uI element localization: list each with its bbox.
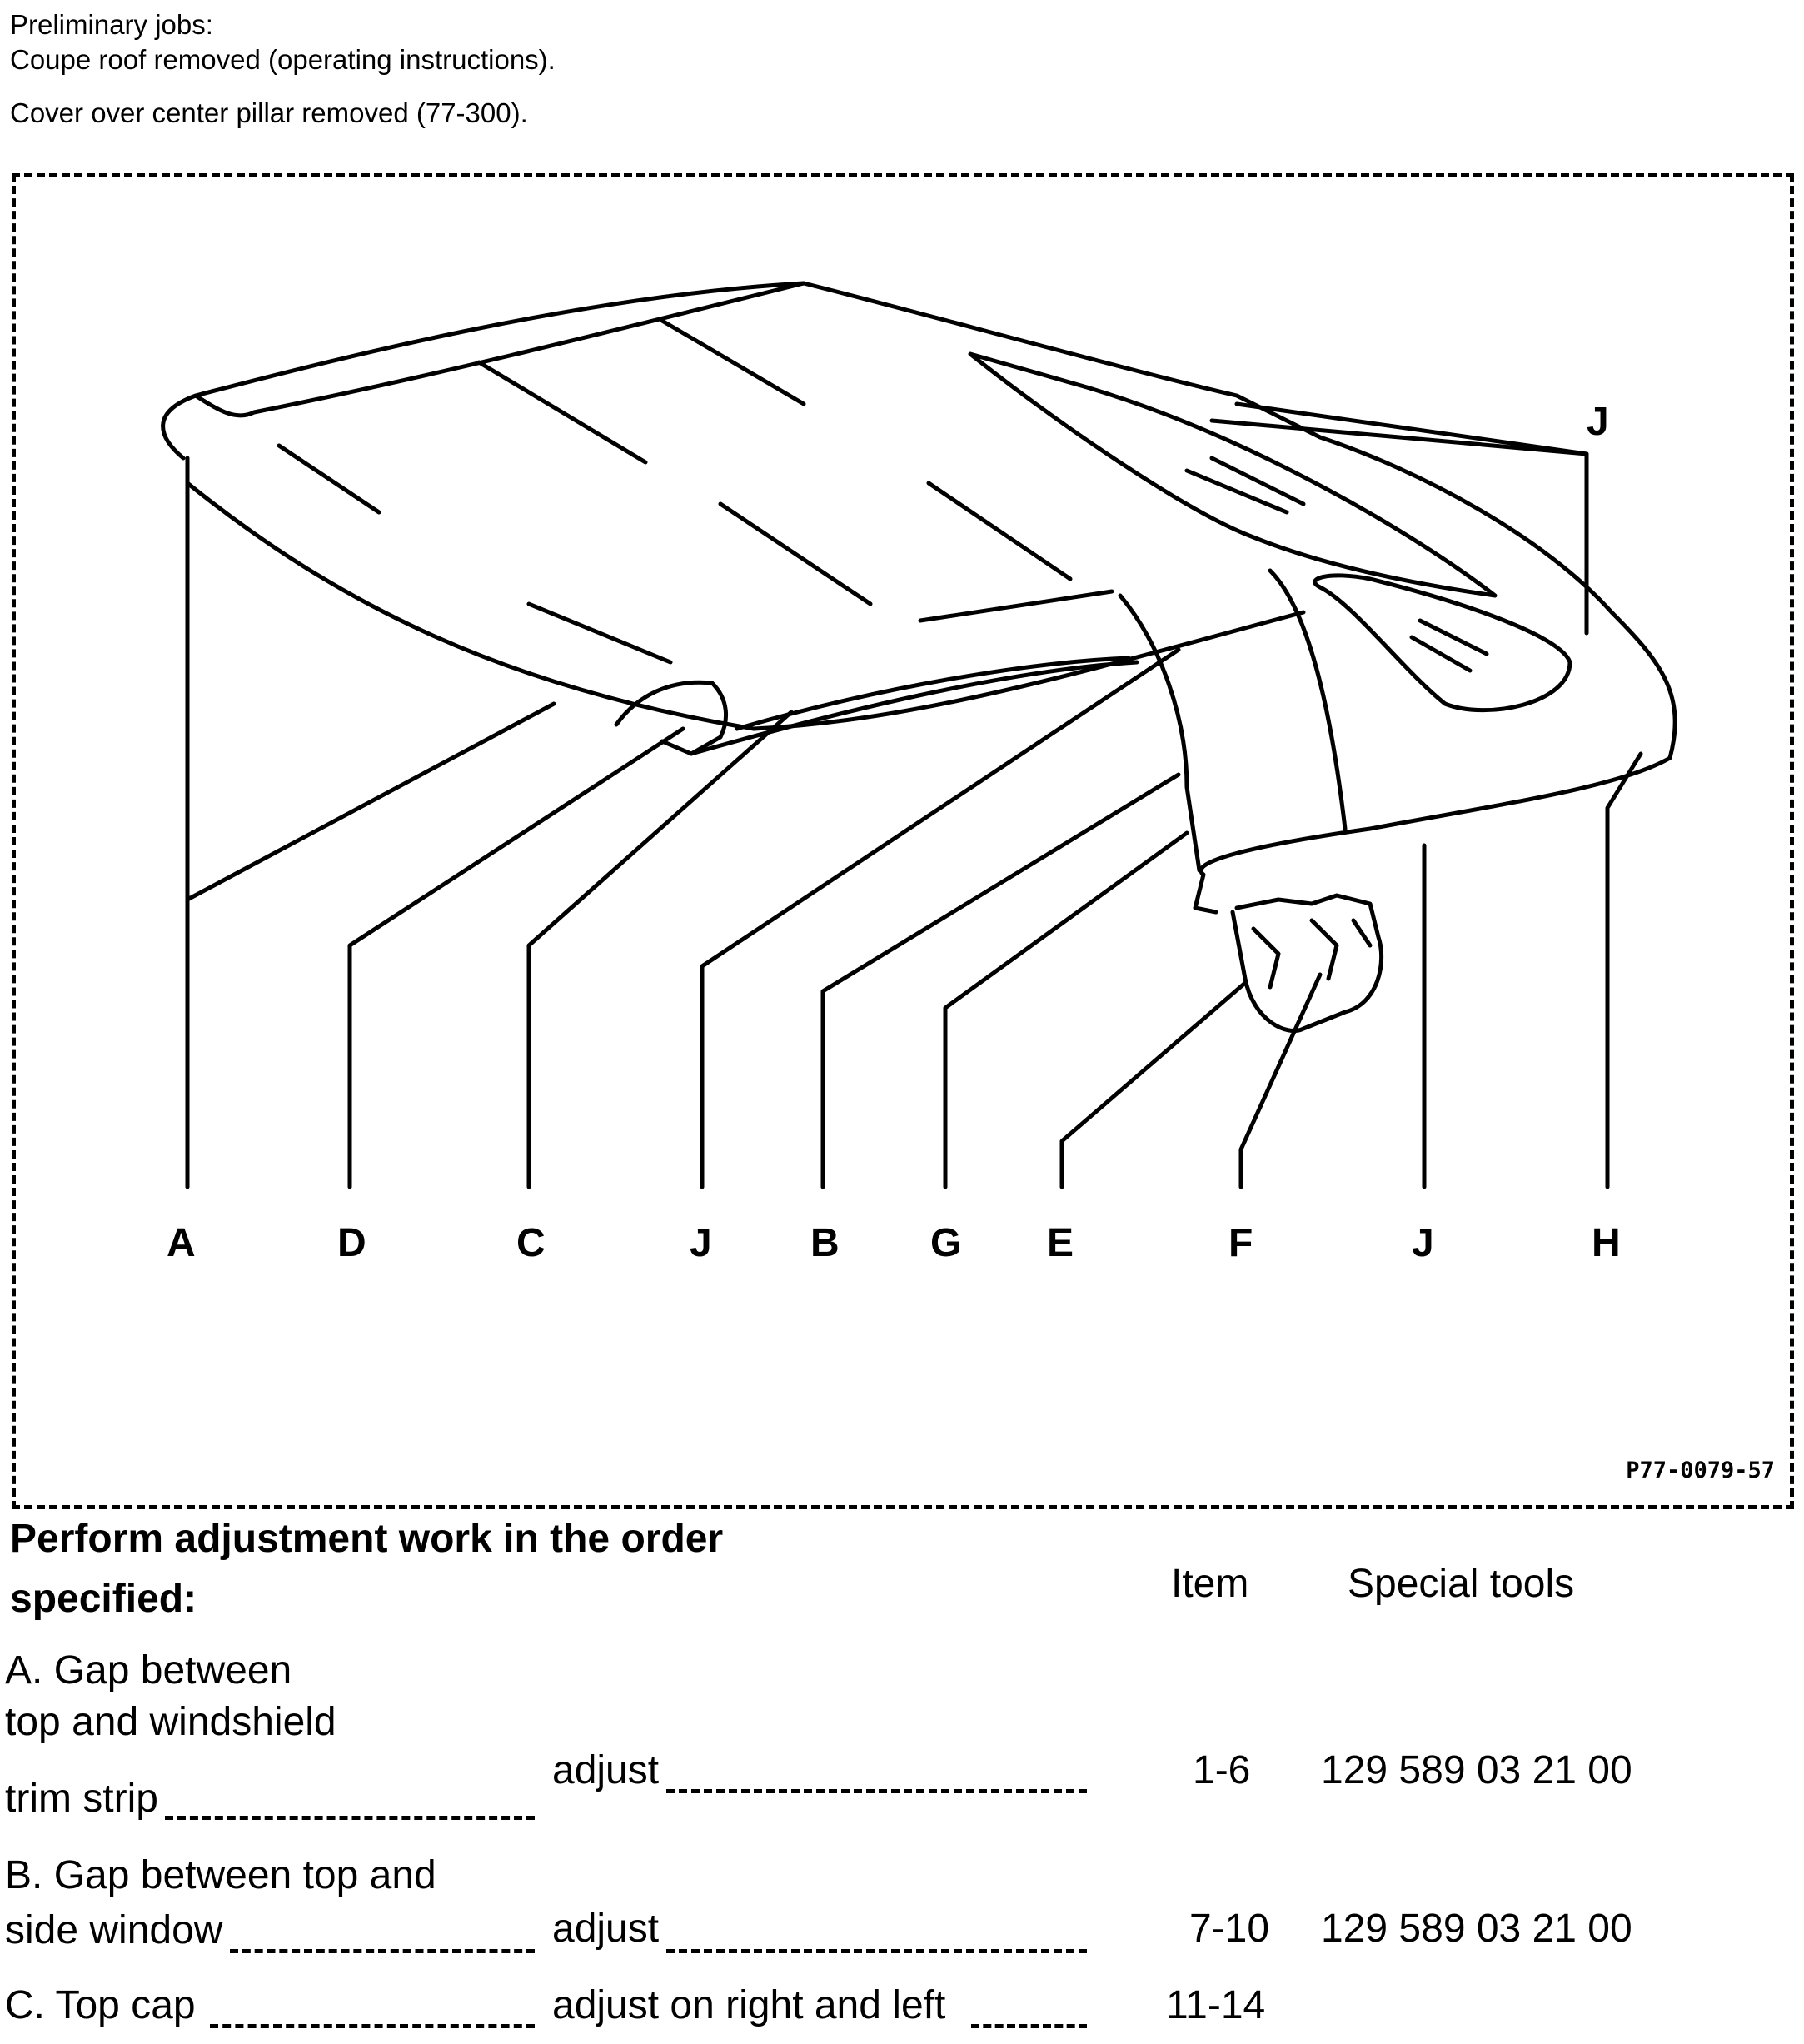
row-b-item: 7-10 bbox=[1189, 1907, 1270, 1951]
row-b-leader-dots-2 bbox=[666, 1949, 1087, 1953]
row-b-special-tool: 129 589 03 21 00 bbox=[1321, 1907, 1632, 1951]
row-a-label-line-1: A. Gap between bbox=[5, 1648, 292, 1693]
callout-j-1: J bbox=[690, 1221, 712, 1265]
callout-a: A bbox=[167, 1221, 196, 1265]
preliminary-line-1: Coupe roof removed (operating instructio… bbox=[10, 44, 556, 75]
callout-j-top: J bbox=[1587, 400, 1609, 444]
preliminary-line-2: Cover over center pillar removed (77-300… bbox=[10, 97, 528, 128]
row-a-action: adjust bbox=[552, 1748, 660, 1792]
column-header-special-tools: Special tools bbox=[1348, 1562, 1575, 1606]
row-b-leader-dots-1 bbox=[230, 1949, 535, 1953]
row-a-leader-dots-2 bbox=[666, 1789, 1087, 1793]
row-c-leader-dots-1 bbox=[210, 2024, 535, 2028]
row-c-label-line-1: C. Top cap bbox=[5, 1983, 196, 2027]
callout-h: H bbox=[1592, 1221, 1621, 1265]
callout-b: B bbox=[810, 1221, 840, 1265]
row-b-label-line-2: side window bbox=[5, 1908, 223, 1952]
callout-d: D bbox=[337, 1221, 366, 1265]
row-c-leader-dots-2 bbox=[971, 2024, 1087, 2028]
row-a-leader-dots-1 bbox=[165, 1816, 535, 1820]
callout-e: E bbox=[1047, 1221, 1074, 1265]
instructions-heading-line-2: specified: bbox=[10, 1577, 197, 1621]
roof-figure-frame: A D C J B G E F J H J P77-0079-57 bbox=[12, 173, 1794, 1509]
row-c-item: 11-14 bbox=[1166, 1983, 1266, 2027]
figure-code: P77-0079-57 bbox=[1626, 1458, 1775, 1483]
row-a-item: 1-6 bbox=[1193, 1748, 1251, 1792]
callout-g: G bbox=[930, 1221, 962, 1265]
row-c-action: adjust on right and left bbox=[552, 1983, 946, 2027]
column-header-item: Item bbox=[1171, 1562, 1249, 1606]
callout-f: F bbox=[1228, 1221, 1253, 1265]
row-a-label-line-2: top and windshield bbox=[5, 1700, 336, 1744]
row-b-label-line-1: B. Gap between top and bbox=[5, 1853, 436, 1897]
row-a-special-tool: 129 589 03 21 00 bbox=[1321, 1748, 1632, 1792]
preliminary-title: Preliminary jobs: bbox=[10, 9, 213, 40]
callout-j-2: J bbox=[1412, 1221, 1434, 1265]
row-b-action: adjust bbox=[552, 1907, 660, 1951]
row-a-label-line-3: trim strip bbox=[5, 1777, 158, 1821]
callout-c: C bbox=[516, 1221, 546, 1265]
coupe-roof-illustration bbox=[161, 281, 1677, 1189]
instructions-heading-line-1: Perform adjustment work in the order bbox=[10, 1517, 724, 1561]
